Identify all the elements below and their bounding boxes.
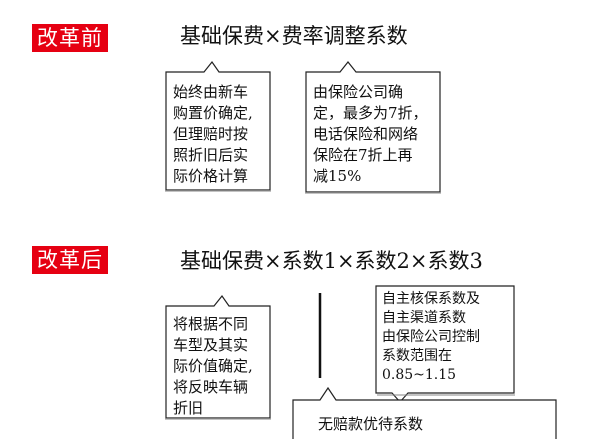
after-note-right: 自主核保系数及 自主渠道系数 由保险公司控制 系数范围在 0.85~1.15 (382, 291, 480, 383)
after-formula: 基础保费×系数1×系数2×系数3 (180, 249, 483, 273)
after-note-bottom: 无赔款优待系数 (318, 415, 424, 433)
before-tag: 改革前 (32, 24, 108, 52)
callout-after-bottom (292, 386, 557, 439)
callout-after-right (375, 285, 515, 403)
before-note-left: 始终由新车 购置价确定, 但理赔时按 照折旧后实 际价格计算 (173, 83, 253, 185)
after-note-left: 将根据不同 车型及其实 际价值确定, 将反映车辆 折旧 (173, 315, 253, 417)
after-tag: 改革后 (32, 246, 108, 274)
before-formula: 基础保费×费率调整系数 (180, 24, 408, 48)
before-note-right: 由保险公司确 定，最多为7折， 电话保险和网络 保险在7折上再 减15% (313, 83, 428, 185)
